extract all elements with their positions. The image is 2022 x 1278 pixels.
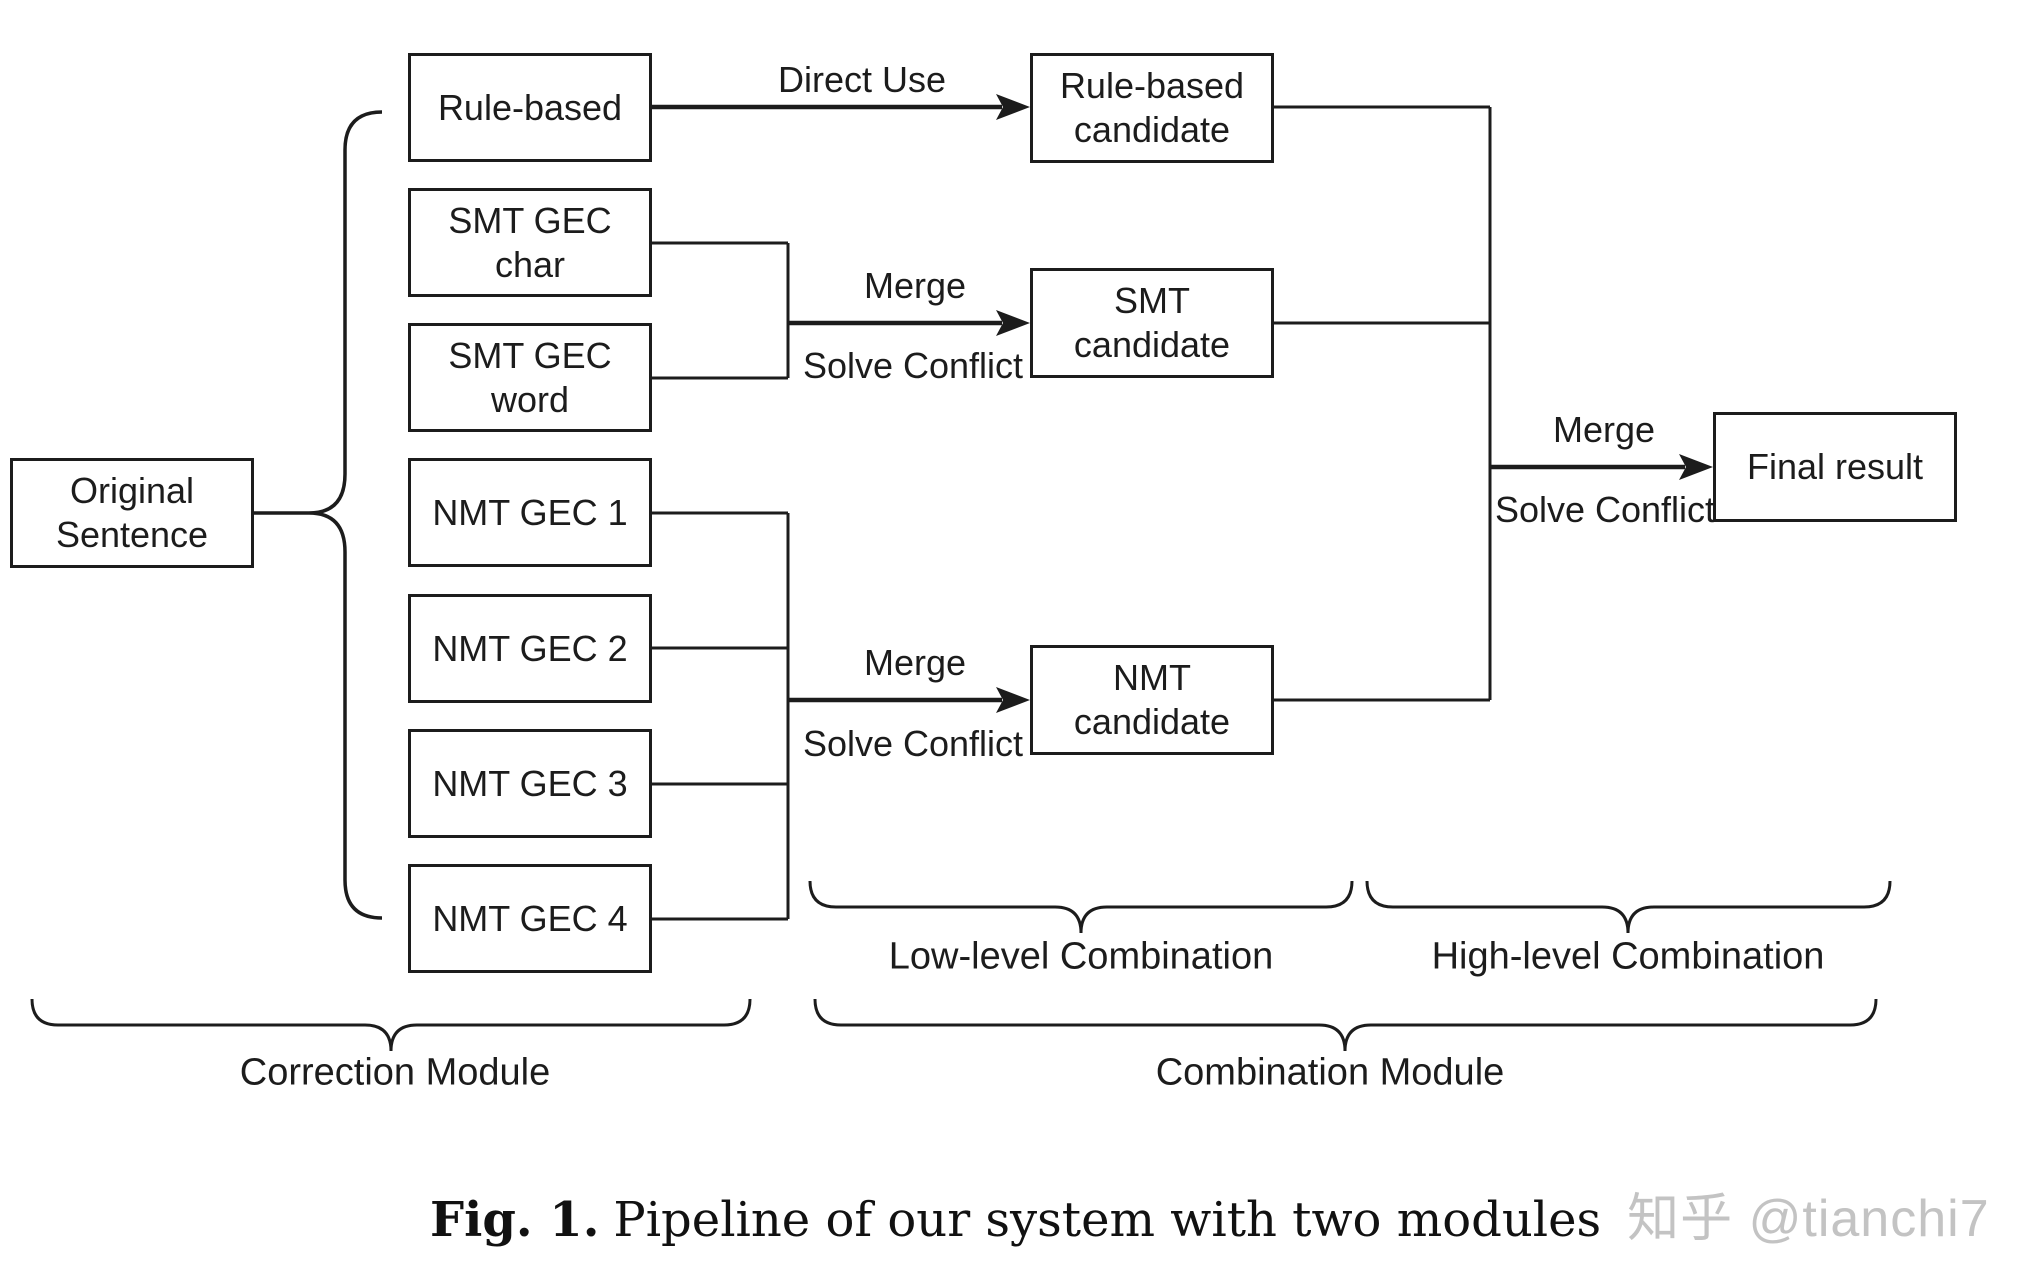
label-smt-merge: Merge (863, 265, 967, 306)
node-original-sentence: Original Sentence (10, 458, 254, 568)
label-nmt-merge: Merge (863, 642, 967, 683)
figure-caption-number: Fig. 1. (430, 1192, 600, 1248)
node-nmt-candidate: NMT candidate (1030, 645, 1274, 755)
node-rule-based: Rule-based (408, 53, 652, 162)
label-direct-use: Direct Use (777, 59, 947, 100)
node-nmt-gec-4: NMT GEC 4 (408, 864, 652, 973)
node-smt-candidate: SMT candidate (1030, 268, 1274, 378)
left-brace (308, 110, 383, 920)
node-smt-gec-word: SMT GEC word (408, 323, 652, 432)
watermark: 知乎 @tianchi7 (1627, 1190, 1990, 1248)
label-combination-module: Combination Module (1155, 1051, 1505, 1094)
candidate-group-lines (1273, 105, 1492, 702)
label-high-level-combination: High-level Combination (1431, 935, 1825, 978)
smt-group-lines (652, 241, 790, 380)
nmt-group-lines (652, 511, 790, 921)
label-nmt-solve-conflict: Solve Conflict (802, 723, 1024, 764)
arrowhead-smt-merge (996, 310, 1030, 336)
label-correction-module: Correction Module (239, 1051, 551, 1094)
node-nmt-gec-2: NMT GEC 2 (408, 594, 652, 703)
correction-module-brace (30, 998, 752, 1052)
label-low-level-combination: Low-level Combination (888, 935, 1274, 978)
figure-caption: Fig. 1.Pipeline of our system with two m… (430, 1176, 1990, 1251)
low-level-brace (808, 880, 1354, 934)
figure-caption-text: Pipeline of our system with two modules (613, 1192, 1602, 1248)
node-smt-gec-char: SMT GEC char (408, 188, 652, 297)
label-final-solve-conflict: Solve Conflict (1494, 489, 1716, 530)
label-final-merge: Merge (1552, 409, 1656, 450)
arrowhead-nmt-merge (996, 687, 1030, 713)
arrowhead-direct-use (996, 94, 1030, 120)
node-nmt-gec-3: NMT GEC 3 (408, 729, 652, 838)
node-rule-based-candidate: Rule-based candidate (1030, 53, 1274, 163)
node-nmt-gec-1: NMT GEC 1 (408, 458, 652, 567)
combination-module-brace (813, 998, 1878, 1052)
high-level-brace (1365, 880, 1892, 934)
node-final-result: Final result (1713, 412, 1957, 522)
label-smt-solve-conflict: Solve Conflict (802, 345, 1024, 386)
arrowhead-final-merge (1679, 454, 1713, 480)
